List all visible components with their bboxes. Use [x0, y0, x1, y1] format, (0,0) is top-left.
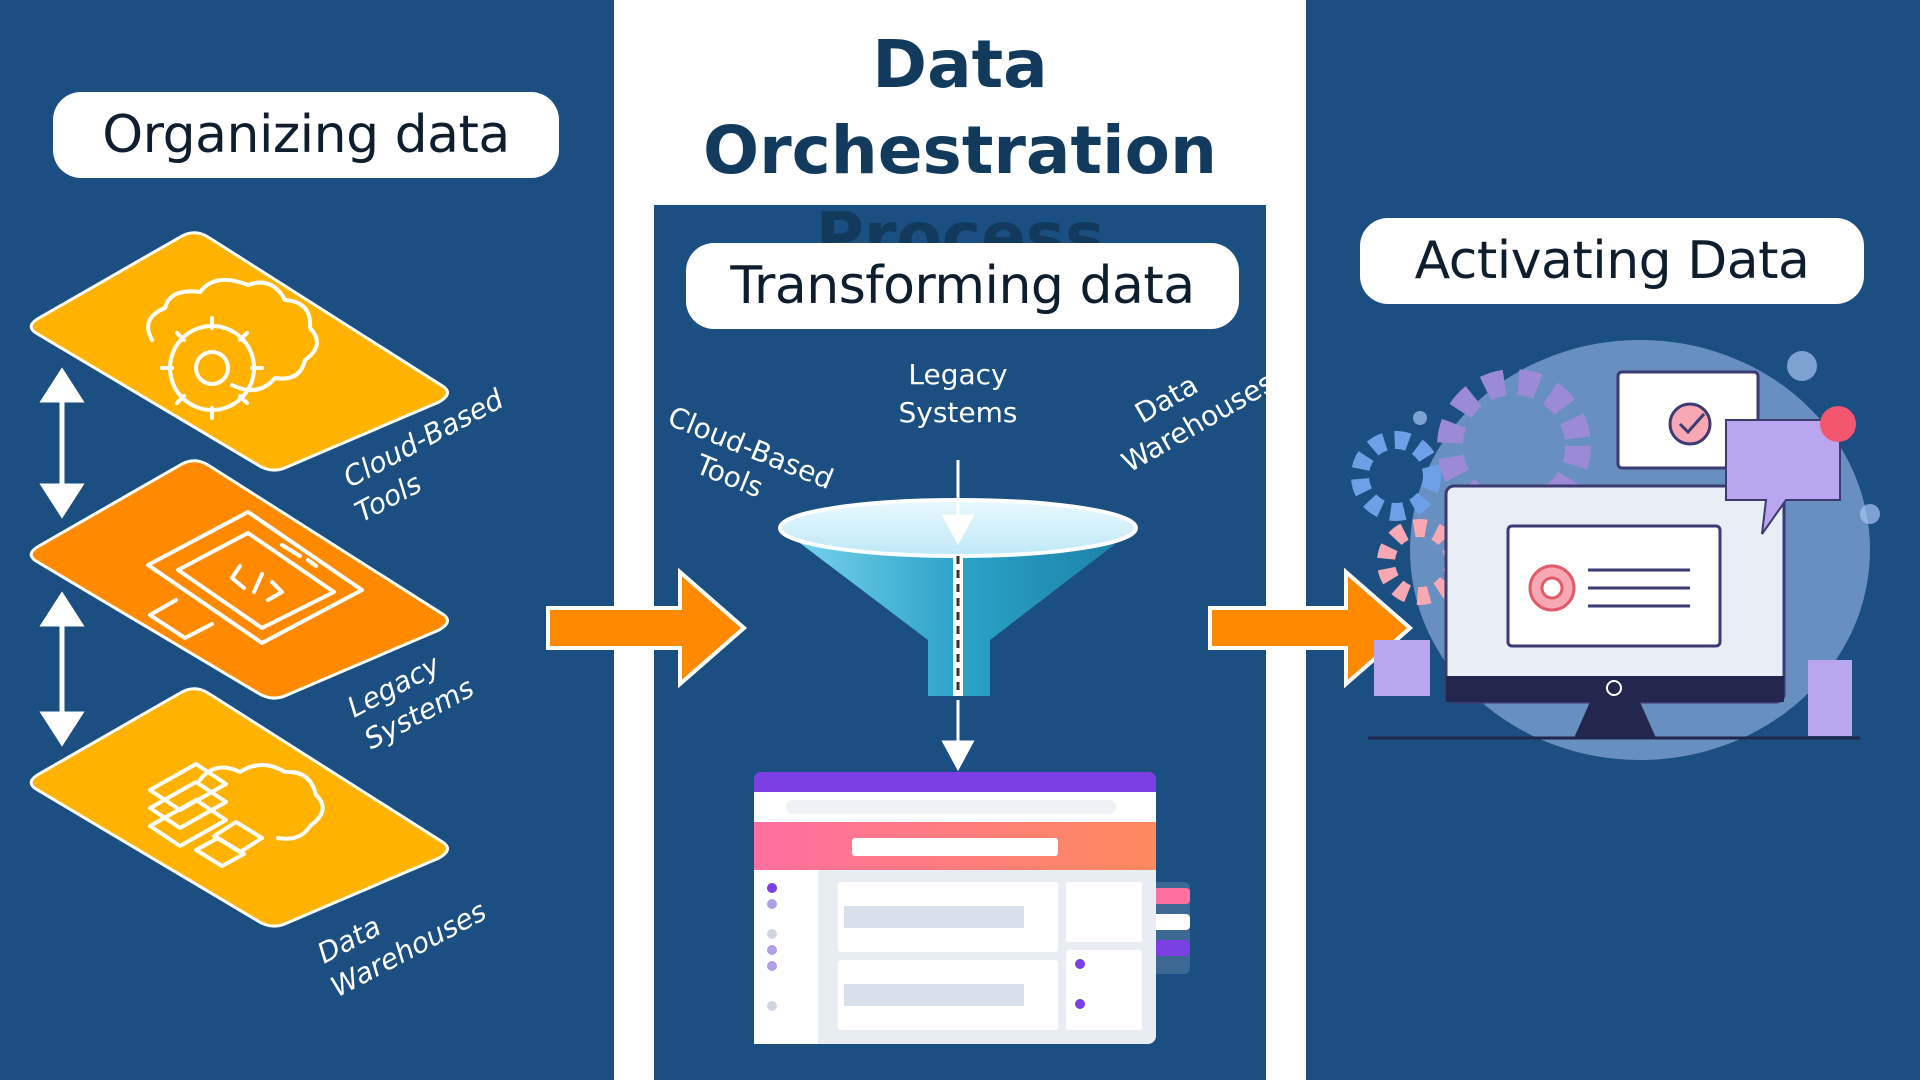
page-title: Data Orchestration Process	[614, 22, 1306, 280]
cloud-gear-icon	[146, 277, 319, 420]
funnel-arrows	[941, 460, 975, 772]
flow-arrow-to-transform	[546, 567, 748, 689]
transforming-label: Transforming data	[686, 243, 1239, 329]
funnel-label-right: Data Warehouses	[1116, 366, 1280, 480]
layer-legacy-systems	[29, 459, 450, 700]
activation-illustration	[1351, 340, 1880, 760]
activating-label: Activating Data	[1360, 218, 1864, 304]
monitor-code-icon	[146, 510, 364, 645]
funnel-label-top-line1: Legacy	[908, 358, 1007, 391]
layer-connector-arrows	[39, 367, 85, 747]
cloud-server-icon	[148, 762, 325, 868]
funnel-label-top: Legacy Systems	[899, 358, 1018, 429]
browser-mockup	[754, 772, 1190, 1044]
layer-data-warehouses	[29, 687, 450, 928]
title-line-1: Data Orchestration	[703, 26, 1217, 189]
organizing-label: Organizing data	[53, 92, 559, 178]
layer-cloud-based-tools	[29, 231, 450, 472]
funnel-label-top-line2: Systems	[899, 396, 1018, 429]
funnel-label-left: Cloud-Based Tools	[663, 400, 838, 504]
